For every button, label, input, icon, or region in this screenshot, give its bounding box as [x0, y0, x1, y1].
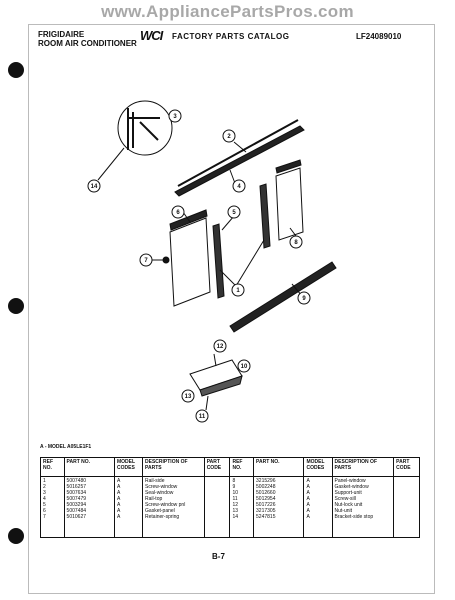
callout-6: 6: [176, 210, 180, 216]
callout-8: 8: [294, 240, 298, 246]
page-border: [28, 24, 435, 594]
callout-5: 5: [232, 210, 236, 216]
right-panel-gasket: [275, 159, 302, 174]
col-model-codes: MODEL CODES: [113, 457, 144, 477]
callout-11: 11: [199, 414, 206, 420]
col-part-code-2: PART CODE: [393, 457, 420, 477]
support-unit-screw: [205, 395, 209, 411]
right-panel: [275, 167, 304, 241]
product-line: ROOM AIR CONDITIONER: [38, 39, 137, 48]
part-codes-left: [203, 476, 231, 538]
parts-table: REF NO. PART NO. MODEL CODES DESCRIPTION…: [40, 457, 420, 538]
ref-numbers-right: 8 9 10 11 12 13 14: [229, 476, 255, 538]
leader-8: [289, 227, 297, 237]
col-ref-no-2: REF NO.: [229, 457, 255, 477]
callout-13: 13: [185, 394, 192, 400]
callout-14: 14: [91, 184, 98, 190]
callout-9: 9: [302, 296, 306, 302]
callout-2: 2: [227, 134, 231, 140]
table-header-row: REF NO. PART NO. MODEL CODES DESCRIPTION…: [40, 457, 420, 477]
descriptions-left: Rail-side Screw-window Seal-window Rail-…: [142, 476, 205, 538]
col-description: DESCRIPTION OF PARTS: [142, 457, 205, 477]
model-codes-left: A A A A A A A: [113, 476, 144, 538]
callout-10: 10: [241, 364, 248, 370]
top-rail: [174, 125, 305, 197]
leader-5: [221, 215, 235, 231]
binder-hole-top: [8, 62, 24, 78]
callout-12: 12: [217, 344, 224, 350]
brand-header: FRIGIDAIRE ROOM AIR CONDITIONER: [38, 30, 137, 48]
bottom-gasket: [229, 261, 337, 333]
col-model-codes-2: MODEL CODES: [303, 457, 333, 477]
catalog-title: FACTORY PARTS CATALOG: [172, 32, 290, 41]
watermark: www.AppliancePartsPros.com: [101, 2, 354, 21]
detail-magnifier: [117, 100, 173, 156]
table-row: 1 2 3 4 5 6 7 5007480 5016257 5007634 50…: [40, 476, 420, 538]
part-codes-right: [393, 476, 420, 538]
support-unit-stud: [213, 353, 217, 367]
leader-1a: [219, 269, 237, 287]
wci-logo: WCI: [140, 28, 163, 43]
window-seal: [177, 119, 299, 187]
col-description-2: DESCRIPTION OF PARTS: [331, 457, 395, 477]
leader-3: [233, 141, 247, 153]
callout-4: 4: [237, 184, 241, 190]
binder-hole-middle: [8, 298, 24, 314]
brand-name: FRIGIDAIRE: [38, 30, 85, 39]
callout-3: 3: [173, 114, 177, 120]
binder-hole-bottom: [8, 528, 24, 544]
catalog-number: LF24089010: [356, 32, 402, 41]
model-note: A - MODEL A05LE1F1: [40, 444, 92, 450]
col-part-no-2: PART NO.: [253, 457, 305, 477]
right-side-rail: [259, 183, 271, 249]
left-panel: [169, 217, 211, 307]
detail-leader: [97, 147, 125, 181]
left-side-rail: [212, 223, 225, 299]
page-number: B-7: [212, 552, 225, 561]
ref-numbers-left: 1 2 3 4 5 6 7: [40, 476, 65, 538]
callout-7: 7: [144, 258, 148, 264]
part-numbers-left: 5007480 5016257 5007634 5007479 5003294 …: [63, 476, 116, 538]
part-numbers-right: 3215296 5002248 5012660 5012954 5017226 …: [253, 476, 305, 538]
window-screw: [162, 256, 170, 264]
model-codes-right: A A A A A A A: [303, 476, 333, 538]
callout-1: 1: [236, 288, 240, 294]
leader-1b: [235, 239, 265, 287]
col-ref-no: REF NO.: [40, 457, 65, 477]
detail-bracket: [127, 108, 160, 150]
col-part-code: PART CODE: [203, 457, 231, 477]
col-part-no: PART NO.: [63, 457, 116, 477]
descriptions-right: Panel-window Gasket-window Support-unit …: [331, 476, 395, 538]
support-unit-flange: [199, 375, 243, 397]
